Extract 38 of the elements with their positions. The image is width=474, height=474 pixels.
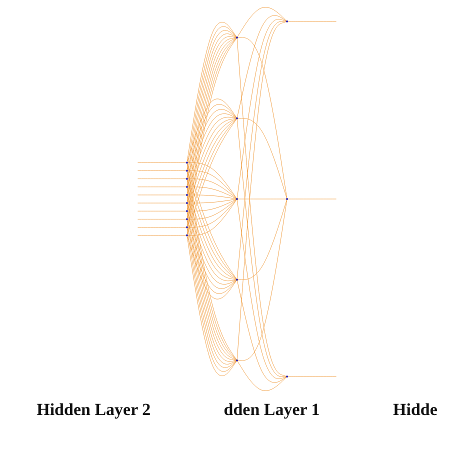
connector	[186, 104, 237, 170]
connector	[137, 227, 186, 228]
connector	[188, 199, 237, 220]
connector	[188, 199, 237, 212]
connector	[238, 118, 288, 198]
layer-label: dden Layer 1	[224, 400, 320, 420]
connector	[288, 21, 337, 22]
connector	[236, 280, 287, 383]
connector	[137, 178, 186, 180]
connector	[238, 198, 286, 200]
connector	[238, 200, 288, 280]
connector	[137, 235, 186, 236]
connector	[186, 98, 237, 162]
connector	[188, 178, 237, 199]
connector	[186, 109, 237, 178]
connector	[236, 118, 286, 377]
connector	[137, 186, 186, 188]
connector	[288, 376, 337, 377]
connector	[236, 21, 286, 280]
layer-label: Hidde	[393, 400, 438, 420]
connector	[137, 210, 186, 212]
connector	[186, 236, 237, 300]
connector	[137, 170, 186, 171]
connector	[188, 170, 237, 199]
connector	[188, 199, 237, 228]
connector	[188, 194, 236, 200]
connector	[236, 15, 287, 118]
connector	[237, 7, 287, 38]
connector	[188, 198, 236, 204]
layer-label: Hidden Layer 2	[36, 400, 151, 420]
connector	[137, 162, 186, 163]
connector	[237, 360, 287, 391]
connector	[137, 218, 186, 220]
connector	[188, 162, 237, 199]
connector	[137, 194, 186, 196]
connector	[188, 199, 237, 236]
connector	[137, 202, 186, 204]
connector	[188, 186, 237, 199]
